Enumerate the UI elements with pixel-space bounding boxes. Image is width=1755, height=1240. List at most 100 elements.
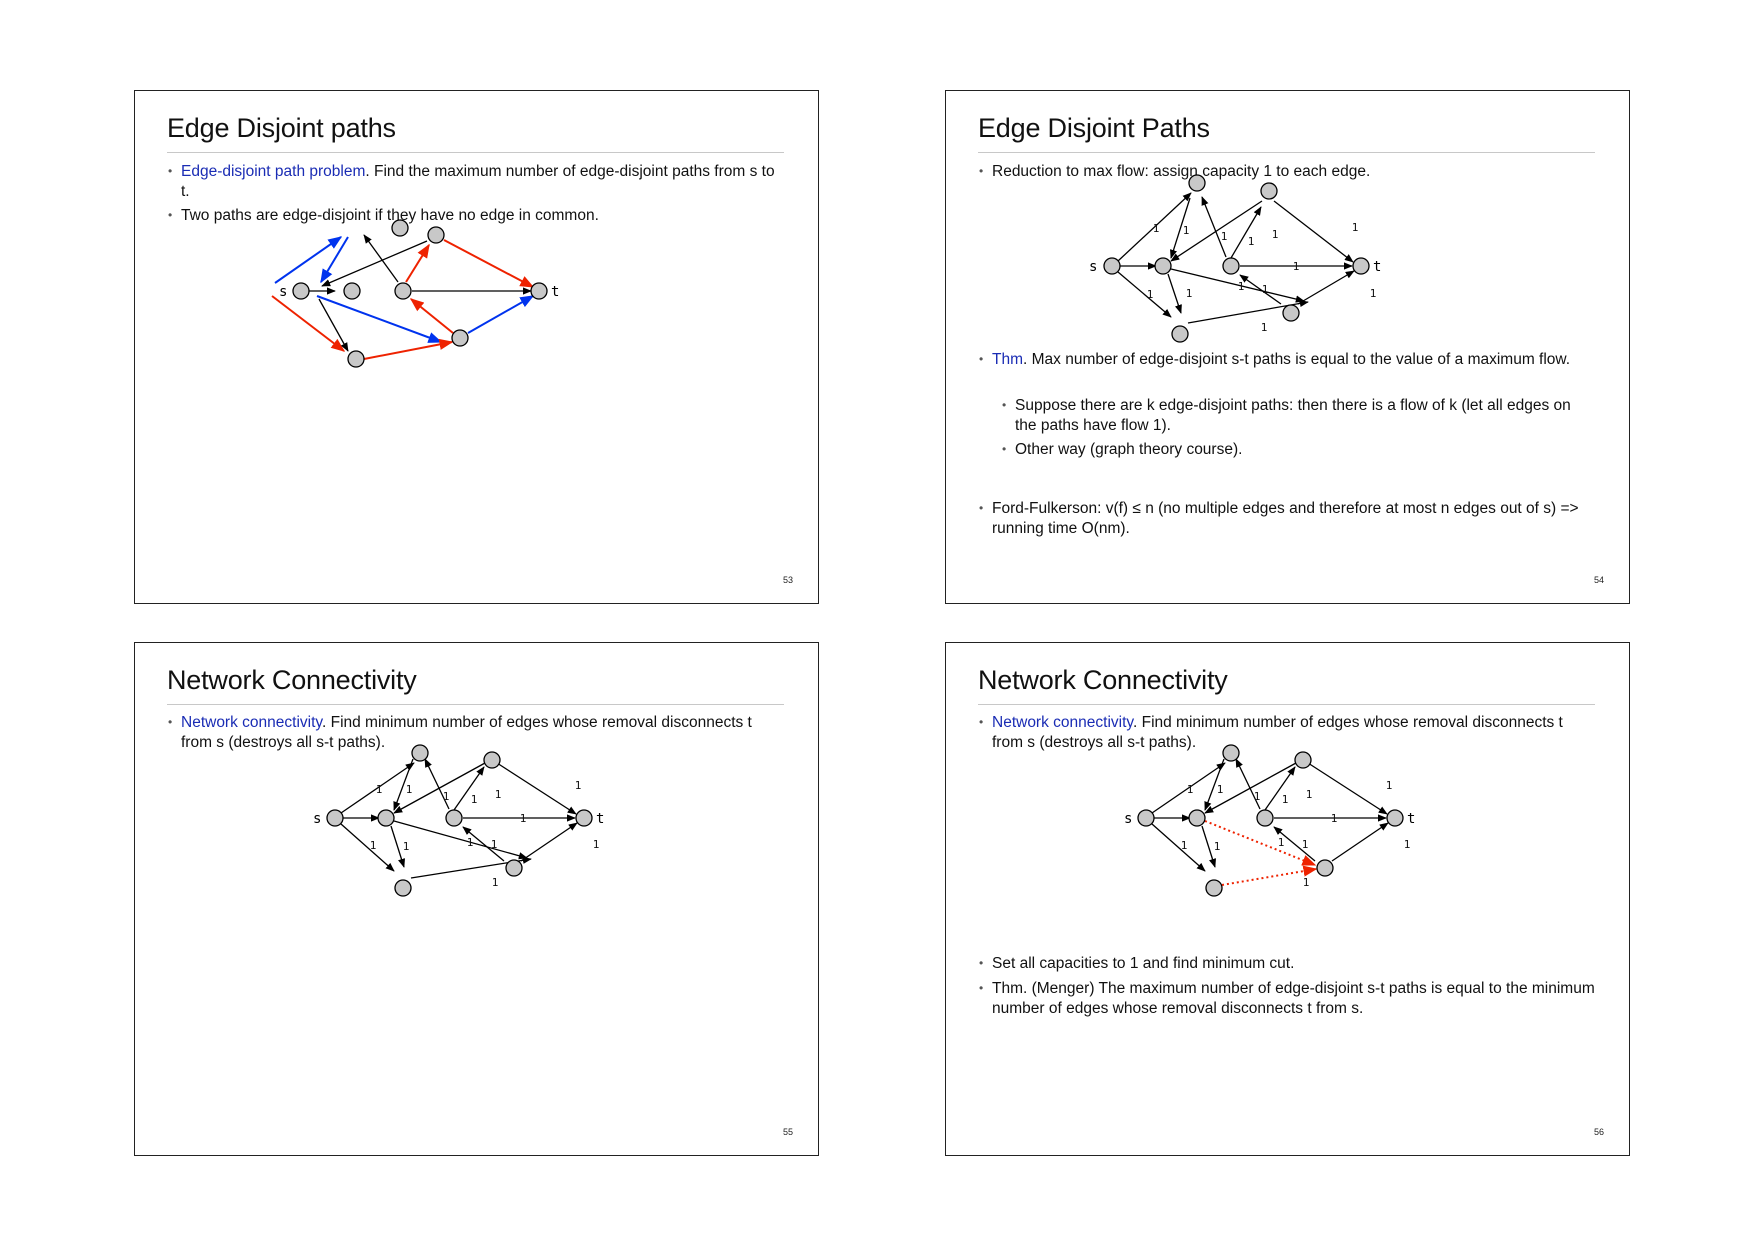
edge	[409, 298, 454, 334]
capacity-label: 1	[1386, 779, 1393, 792]
edge	[520, 822, 578, 862]
capacity-label: 1	[376, 783, 383, 796]
edge	[496, 762, 577, 815]
minimum-cut-diagram: 1 1 1 1 1 1 1 1 1 1 1 1 1 s t	[1124, 744, 1415, 897]
edge	[1201, 196, 1227, 258]
node-label-s: s	[313, 811, 321, 827]
capacity-label: 1	[443, 790, 450, 803]
title-divider	[167, 704, 784, 705]
node	[1222, 744, 1240, 762]
edge	[340, 823, 395, 872]
node	[427, 226, 445, 244]
bullet-text: Set all capacities to 1 and find minimum…	[992, 955, 1295, 972]
node	[1282, 304, 1300, 322]
capacity-label: 1	[1278, 836, 1285, 849]
edge	[340, 762, 415, 814]
edge	[462, 826, 505, 862]
node-label-t: t	[551, 284, 559, 300]
capacity-label: 1	[520, 812, 527, 825]
slide-title: Edge Disjoint paths	[167, 113, 396, 143]
edge	[1297, 270, 1355, 305]
capacity-label: 1	[491, 838, 498, 851]
capacity-label: 1	[1183, 224, 1190, 237]
edge	[1273, 200, 1354, 263]
node	[1222, 257, 1240, 275]
node-label-s: s	[1124, 811, 1132, 827]
page-number: 55	[782, 1127, 793, 1137]
slide-56: Network Connectivity Network connectivit…	[945, 642, 1630, 1156]
node	[347, 350, 365, 368]
node	[1205, 879, 1223, 897]
capacity-label: 1	[1217, 783, 1224, 796]
node	[1171, 325, 1189, 343]
capacity-label: 1	[370, 839, 377, 852]
edge	[1230, 206, 1262, 259]
bullet-item: Set all capacities to 1 and find minimum…	[979, 954, 1595, 974]
graph-nodes	[1137, 744, 1404, 897]
edge	[363, 338, 454, 360]
highlight-term: Thm	[992, 351, 1023, 368]
page-number: 54	[1593, 575, 1604, 585]
edge	[318, 298, 349, 352]
node-t	[1386, 809, 1404, 827]
edge	[393, 758, 414, 811]
edge	[1170, 268, 1305, 303]
cut-edge	[1221, 865, 1318, 886]
capacity-label: 1	[1261, 321, 1268, 334]
capacity-label: 1	[1404, 838, 1411, 851]
node	[1188, 174, 1206, 192]
capacity-label: 1	[1370, 287, 1377, 300]
node-label-s: s	[1089, 259, 1097, 275]
graph-nodes	[326, 744, 593, 897]
capacity-label: 1	[1187, 783, 1194, 796]
bullet-text: . Max number of edge-disjoint s-t paths …	[1023, 351, 1571, 368]
bullet-item: Thm. Max number of edge-disjoint s-t pat…	[979, 350, 1595, 370]
capacity-label: 1	[1181, 839, 1188, 852]
graph-edges	[1151, 758, 1389, 886]
edge	[443, 239, 535, 288]
capacity-label: 1	[492, 876, 499, 889]
highlight-term: Network connectivity	[992, 714, 1133, 731]
edge	[1117, 192, 1192, 262]
bullet-text: Suppose there are k edge-disjoint paths:…	[1015, 397, 1571, 434]
edge	[424, 758, 450, 810]
bullet-text: . Find the maximum number of edge-disjoi…	[181, 163, 775, 200]
capacity-label: 1	[1248, 235, 1255, 248]
edge-disjoint-paths-diagram: s t	[271, 219, 559, 368]
bullet-text: Thm. (Menger) The maximum number of edge…	[992, 980, 1595, 1017]
node-s	[1137, 809, 1155, 827]
capacity-label: 1	[1153, 222, 1160, 235]
bullet-text: . Find minimum number of edges whose rem…	[992, 714, 1563, 751]
edge	[393, 820, 528, 860]
node	[483, 751, 501, 769]
edge	[1264, 766, 1296, 811]
capacity-labels: 1 1 1 1 1 1 1 1 1 1 1 1 1	[370, 779, 600, 889]
node-label-t: t	[1407, 811, 1415, 827]
node	[1154, 257, 1172, 275]
capacity-label: 1	[403, 840, 410, 853]
node	[394, 282, 412, 300]
edge	[363, 234, 399, 283]
max-flow-reduction-diagram: 1 1 1 1 1 1 1 1 1 1 1 1 1 s t	[1089, 174, 1381, 343]
edge	[405, 243, 430, 283]
edge	[390, 825, 405, 868]
node-t	[575, 809, 593, 827]
capacity-label: 1	[1147, 288, 1154, 301]
title-divider	[978, 704, 1595, 705]
edge	[320, 236, 349, 284]
node	[391, 219, 409, 237]
capacity-label: 1	[495, 788, 502, 801]
page-number: 56	[1593, 1127, 1604, 1137]
bullet-item: Reduction to max flow: assign capacity 1…	[979, 162, 1595, 182]
bullet-item: Network connectivity. Find minimum numbe…	[979, 713, 1595, 752]
bullet-item: Network connectivity. Find minimum numbe…	[168, 713, 784, 752]
capacity-label: 1	[575, 779, 582, 792]
capacity-label: 1	[1272, 228, 1279, 241]
edge	[1235, 758, 1261, 810]
node	[1294, 751, 1312, 769]
edge	[1151, 762, 1226, 814]
node	[445, 809, 463, 827]
node-s	[1103, 257, 1121, 275]
node	[1256, 809, 1274, 827]
node	[343, 282, 361, 300]
